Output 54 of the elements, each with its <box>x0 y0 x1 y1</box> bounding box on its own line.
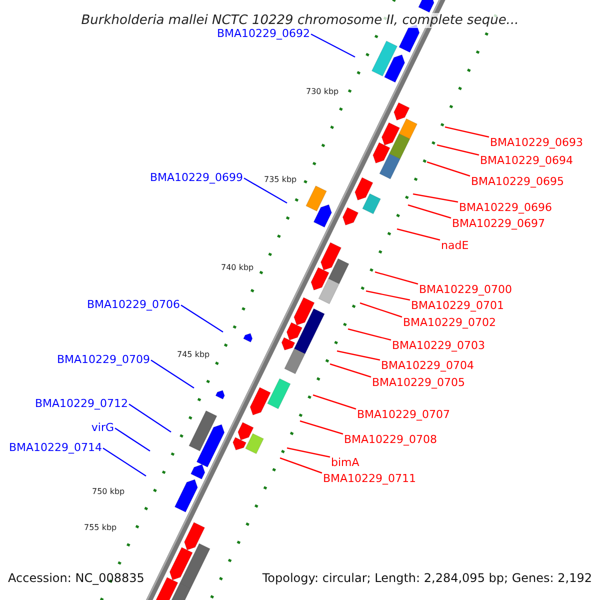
gene-label: BMA10229_0711 <box>323 472 416 485</box>
gene-label: BMA10229_0704 <box>381 359 474 372</box>
leader-line <box>408 204 452 219</box>
leader-line <box>412 193 458 203</box>
leader-line <box>330 363 372 378</box>
gene-label: BMA10229_0705 <box>372 376 466 389</box>
leader-line <box>102 448 146 476</box>
scale-label: 755 kbp <box>84 523 117 533</box>
gene-label: virG <box>91 421 114 434</box>
info-text: Accession: NC_008835 <box>8 571 144 585</box>
leader-line <box>128 404 172 432</box>
gene-label: BMA10229_0712 <box>34 397 128 410</box>
gene-label: BMA10229_0694 <box>480 154 574 167</box>
scale-label: 750 kbp <box>92 487 125 497</box>
scale-label: 740 kbp <box>221 263 254 273</box>
gene-label: BMA10229_0707 <box>357 408 450 421</box>
leader-line <box>280 457 322 474</box>
leader-line <box>348 328 392 341</box>
leader-line <box>300 420 344 435</box>
leader-line <box>374 271 418 285</box>
scale-label: 745 kbp <box>177 350 210 360</box>
gene-label: BMA10229_0701 <box>411 299 504 312</box>
scale-label: 730 kbp <box>306 87 339 97</box>
leader-line <box>336 350 380 361</box>
leader-line <box>426 161 470 177</box>
gene-label: BMA10229_0699 <box>150 171 243 184</box>
leader-line <box>180 304 224 332</box>
leader-line <box>244 178 288 204</box>
gene-label: BMA10229_0702 <box>403 316 496 329</box>
leader-line <box>360 302 402 318</box>
gene-label: BMA10229_0709 <box>56 353 150 366</box>
leader-line <box>286 447 330 458</box>
leader-line <box>150 360 194 388</box>
scale-label: 735 kbp <box>264 175 297 185</box>
info-text: Topology: circular; Length: 2,284,095 bp; Genes: 2,192 <box>262 571 592 585</box>
gene-label: BMA10229_0695 <box>471 175 564 188</box>
leader-line <box>436 144 480 156</box>
leader-line <box>396 228 440 241</box>
gene-label: bimA <box>331 456 360 469</box>
gene-label: BMA10229_0692 <box>216 27 310 40</box>
leader-line <box>444 126 490 138</box>
gene-label: BMA10229_0696 <box>459 201 552 214</box>
leader-line <box>310 34 356 58</box>
gene-label: BMA10229_0714 <box>8 441 102 454</box>
leader-line <box>312 394 356 410</box>
gene-label: BMA10229_0693 <box>490 136 584 149</box>
gene-label: BMA10229_0700 <box>419 283 512 296</box>
gene-label: nadE <box>441 239 469 252</box>
gene-label: BMA10229_0708 <box>344 433 438 446</box>
gene-label: BMA10229_0706 <box>86 298 180 311</box>
leader-line <box>114 428 150 452</box>
leader-line <box>366 290 410 301</box>
gene-label: BMA10229_0697 <box>452 217 546 230</box>
gene-label: BMA10229_0703 <box>392 339 486 352</box>
